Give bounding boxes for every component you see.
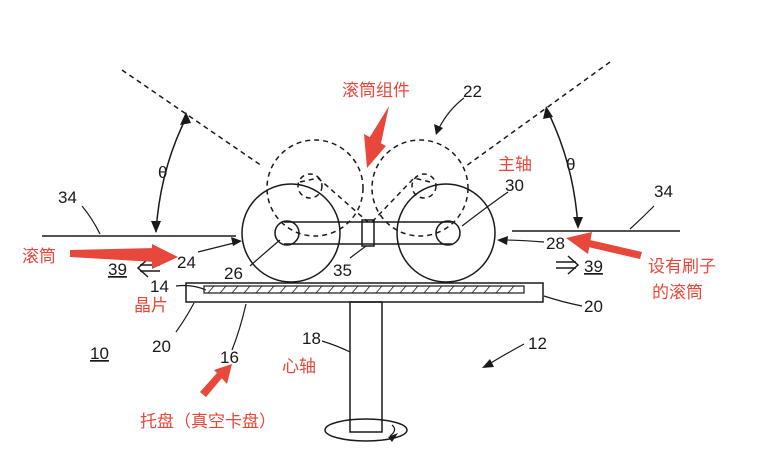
theta-arrow-left-top: [180, 112, 191, 125]
label-34-right: 34: [654, 182, 673, 201]
leader-12-arrow: [482, 359, 494, 368]
theta-arc-left: [155, 117, 187, 233]
theta-arc-right: [547, 111, 579, 228]
label-theta-left: θ: [158, 163, 167, 182]
leader-22-arrow: [434, 124, 443, 135]
rotation-arrow-head: [388, 433, 398, 442]
leader-18: [321, 340, 351, 353]
leader-24: [197, 241, 239, 253]
theta-arrow-right-top: [543, 106, 553, 119]
dashed-roller-left: [266, 139, 364, 237]
leader-28-arrow: [497, 236, 508, 245]
direction-arrow-right: [556, 255, 580, 275]
rotation-arrow: [389, 424, 396, 437]
theta-arrow-left-bottom: [151, 221, 161, 233]
annotation-chuck: 托盘（真空卡盘）: [140, 412, 276, 432]
annotation-brush-roller-line1: 设有刷子: [648, 257, 716, 277]
dashed-pivot-left: [297, 173, 323, 199]
spindle-18: [349, 301, 383, 433]
label-26: 26: [224, 264, 243, 283]
red-arrow-roller: [70, 244, 178, 269]
label-22: 22: [463, 82, 482, 101]
leader-22: [437, 97, 465, 131]
label-30: 30: [505, 176, 524, 195]
dashed-arm-right: [371, 177, 431, 223]
wafer-hatch: [207, 285, 515, 294]
wafer-14: [203, 285, 525, 294]
label-16: 16: [220, 348, 239, 367]
dashed-arm-left: [299, 177, 369, 223]
shaft-end-left: [274, 220, 300, 246]
annotation-brush-roller-line2: 的滚筒: [652, 283, 703, 303]
theta-arrow-right-bottom: [573, 217, 583, 229]
dashed-pivot-right: [411, 173, 437, 199]
label-24: 24: [177, 253, 196, 272]
label-14: 14: [150, 277, 169, 296]
annotation-spindle: 心轴: [282, 357, 316, 377]
label-28: 28: [546, 234, 565, 253]
red-arrow-chuck: [200, 364, 232, 397]
leader-14: [175, 284, 207, 291]
leader-30: [461, 191, 509, 227]
shaft-end-right: [435, 220, 461, 246]
leader-20-left: [175, 302, 195, 333]
annotation-wafer: 晶片: [134, 296, 168, 316]
spindle-base: [324, 418, 408, 442]
annotation-roller: 滚筒: [22, 247, 56, 267]
main-shaft-bar: [284, 221, 452, 245]
label-theta-right: θ: [566, 155, 575, 174]
label-12: 12: [528, 334, 547, 353]
label-18: 18: [302, 329, 321, 348]
red-arrow-brush-roller: [566, 232, 642, 259]
roller-24: [241, 183, 341, 283]
label-35: 35: [333, 261, 352, 280]
leader-20-right: [543, 295, 583, 307]
leader-24-arrow: [231, 237, 242, 246]
label-10: 10: [90, 344, 109, 363]
leader-28: [501, 239, 545, 243]
dashed-sweep-left: [121, 69, 263, 167]
leader-34-right: [629, 205, 655, 230]
leader-34-left: [81, 205, 101, 235]
leader-16: [231, 303, 247, 351]
dashed-roller-right: [371, 139, 469, 237]
red-arrow-roller-assembly: [364, 106, 389, 168]
dashed-sweep-right: [465, 61, 611, 167]
annotation-roller-assembly: 滚筒组件: [342, 81, 410, 101]
annotation-main-shaft: 主轴: [498, 155, 532, 175]
leader-35: [349, 245, 367, 259]
label-20-right: 20: [584, 297, 603, 316]
center-joint-35: [361, 219, 375, 247]
label-39-right: 39: [584, 257, 603, 276]
roller-28: [396, 183, 496, 283]
label-39-left: 39: [108, 260, 127, 279]
label-20-left: 20: [152, 337, 171, 356]
label-34-left: 34: [58, 188, 77, 207]
leader-26: [249, 239, 281, 267]
